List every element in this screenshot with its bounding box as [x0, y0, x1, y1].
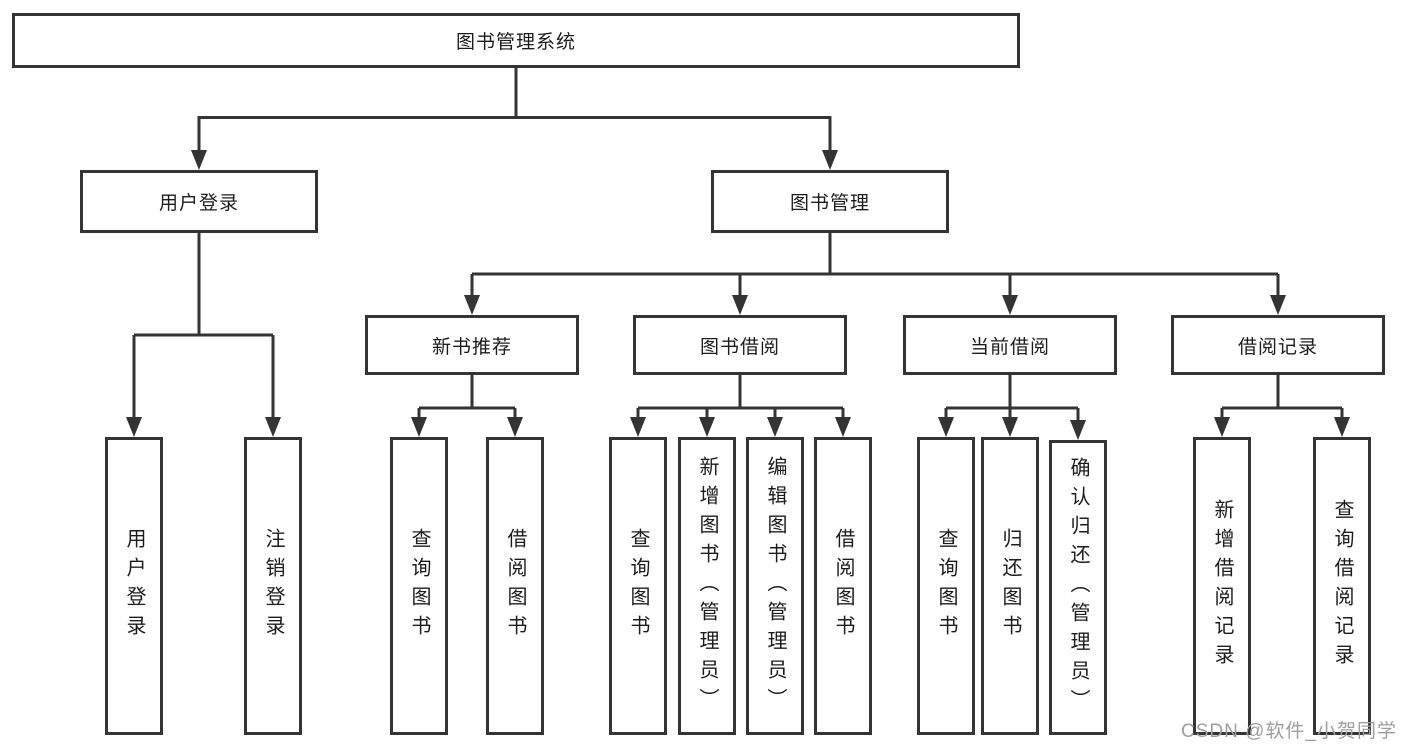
- node-label: 图书管理系统: [455, 32, 576, 53]
- node-borrow-books-recommend: 借阅图书: [486, 437, 544, 735]
- node-label: 图书借阅: [699, 336, 780, 358]
- node-label: 新增借阅记录: [1211, 499, 1233, 673]
- node-label: 确认归还（管理员）: [1067, 457, 1089, 718]
- node-label: 编辑图书（管理员）: [764, 455, 786, 717]
- node-add-borrow-record: 新增借阅记录: [1193, 437, 1251, 735]
- node-label: 注销登录: [262, 528, 284, 644]
- node-label: 图书管理: [789, 193, 870, 214]
- node-label: 当前借阅: [969, 336, 1050, 358]
- node-user-login-leaf: 用户登录: [105, 437, 163, 735]
- node-logout-leaf: 注销登录: [244, 437, 302, 735]
- csdn-watermark: CSDN @软件_小贺同学: [1181, 721, 1397, 742]
- node-borrow-books-leaf: 借阅图书: [814, 437, 872, 735]
- node-label: 用户登录: [123, 528, 145, 644]
- node-query-books-borrow: 查询图书: [609, 437, 667, 735]
- node-current-borrowing: 当前借阅: [903, 315, 1117, 375]
- node-add-books-admin: 新增图书（管理员）: [678, 437, 736, 735]
- node-book-management-branch: 图书管理: [711, 170, 949, 233]
- node-label: 归还图书: [999, 528, 1021, 644]
- node-label: 借阅记录: [1237, 336, 1318, 358]
- node-book-borrowing: 图书借阅: [633, 315, 847, 375]
- node-label: 查询图书: [408, 528, 430, 644]
- node-return-books: 归还图书: [981, 437, 1039, 735]
- node-label: 新增图书（管理员）: [696, 455, 718, 717]
- node-confirm-return-admin: 确认归还（管理员）: [1049, 440, 1107, 735]
- node-library-management-system: 图书管理系统: [12, 13, 1020, 68]
- node-label: 用户登录: [158, 193, 239, 214]
- node-user-login-branch: 用户登录: [80, 170, 318, 233]
- node-label: 查询图书: [627, 528, 649, 644]
- node-label: 借阅图书: [504, 528, 526, 644]
- node-query-borrow-record: 查询借阅记录: [1313, 437, 1371, 735]
- node-label: 新书推荐: [431, 336, 512, 358]
- node-edit-books-admin: 编辑图书（管理员）: [746, 437, 804, 735]
- node-label: 借阅图书: [832, 528, 854, 644]
- node-label: 查询图书: [935, 528, 957, 644]
- node-new-book-recommendation: 新书推荐: [365, 315, 579, 375]
- node-query-books-current: 查询图书: [917, 437, 975, 735]
- node-borrowing-records: 借阅记录: [1171, 315, 1385, 375]
- node-query-books-recommend: 查询图书: [390, 437, 448, 735]
- node-label: 查询借阅记录: [1331, 499, 1353, 673]
